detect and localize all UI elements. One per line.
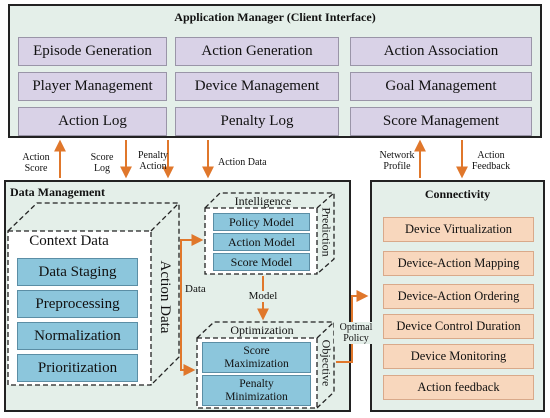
prioritization-box[interactable]: Prioritization: [17, 354, 138, 382]
optimization-title: Optimization: [230, 323, 294, 337]
intelligence-title: Intelligence: [234, 194, 292, 208]
score-management-button[interactable]: Score Management: [350, 107, 532, 136]
action-score-label: Action Score: [22, 152, 50, 174]
penalty-action-label: Penalty Action: [138, 150, 168, 172]
objective-label: Objective: [319, 339, 334, 387]
device-action-mapping-button[interactable]: Device-Action Mapping: [383, 251, 534, 276]
device-management-button[interactable]: Device Management: [175, 72, 339, 101]
application-manager-title: Application Manager (Client Interface): [174, 10, 376, 24]
score-model-box[interactable]: Score Model: [213, 253, 310, 271]
device-virtualization-button[interactable]: Device Virtualization: [383, 217, 534, 242]
data-staging-box[interactable]: Data Staging: [17, 258, 138, 286]
policy-model-box[interactable]: Policy Model: [213, 213, 310, 231]
model-flow-label: Model: [245, 291, 281, 302]
network-profile-label: Network Profile: [379, 150, 415, 172]
action-association-button[interactable]: Action Association: [350, 37, 532, 66]
score-log-label: Score Log: [90, 152, 114, 174]
action-generation-button[interactable]: Action Generation: [175, 37, 339, 66]
player-management-button[interactable]: Player Management: [18, 72, 167, 101]
prediction-label: Prediction: [319, 207, 334, 257]
score-maximization-box[interactable]: Score Maximization: [202, 342, 311, 373]
optimal-policy-label: Optimal Policy: [334, 322, 378, 344]
connectivity-title: Connectivity: [424, 187, 491, 201]
action-feedback-button[interactable]: Action feedback: [383, 375, 534, 400]
penalty-minimization-box[interactable]: Penalty Minimization: [202, 375, 311, 406]
action-feedback-label: Action Feedback: [471, 150, 511, 172]
device-monitoring-button[interactable]: Device Monitoring: [383, 344, 534, 369]
goal-management-button[interactable]: Goal Management: [350, 72, 532, 101]
preprocessing-box[interactable]: Preprocessing: [17, 290, 138, 318]
context-action-data-label: Action Data: [157, 260, 173, 334]
data-flow-label: Data: [185, 283, 206, 295]
penalty-log-button[interactable]: Penalty Log: [175, 107, 339, 136]
action-data-label: Action Data: [218, 157, 267, 168]
data-management-title: Data Management: [10, 185, 105, 199]
context-data-title: Context Data: [29, 233, 109, 249]
device-control-duration-button[interactable]: Device Control Duration: [383, 314, 534, 339]
action-log-button[interactable]: Action Log: [18, 107, 167, 136]
action-model-box[interactable]: Action Model: [213, 233, 310, 251]
episode-generation-button[interactable]: Episode Generation: [18, 37, 167, 66]
normalization-box[interactable]: Normalization: [17, 322, 138, 350]
device-action-ordering-button[interactable]: Device-Action Ordering: [383, 284, 534, 309]
